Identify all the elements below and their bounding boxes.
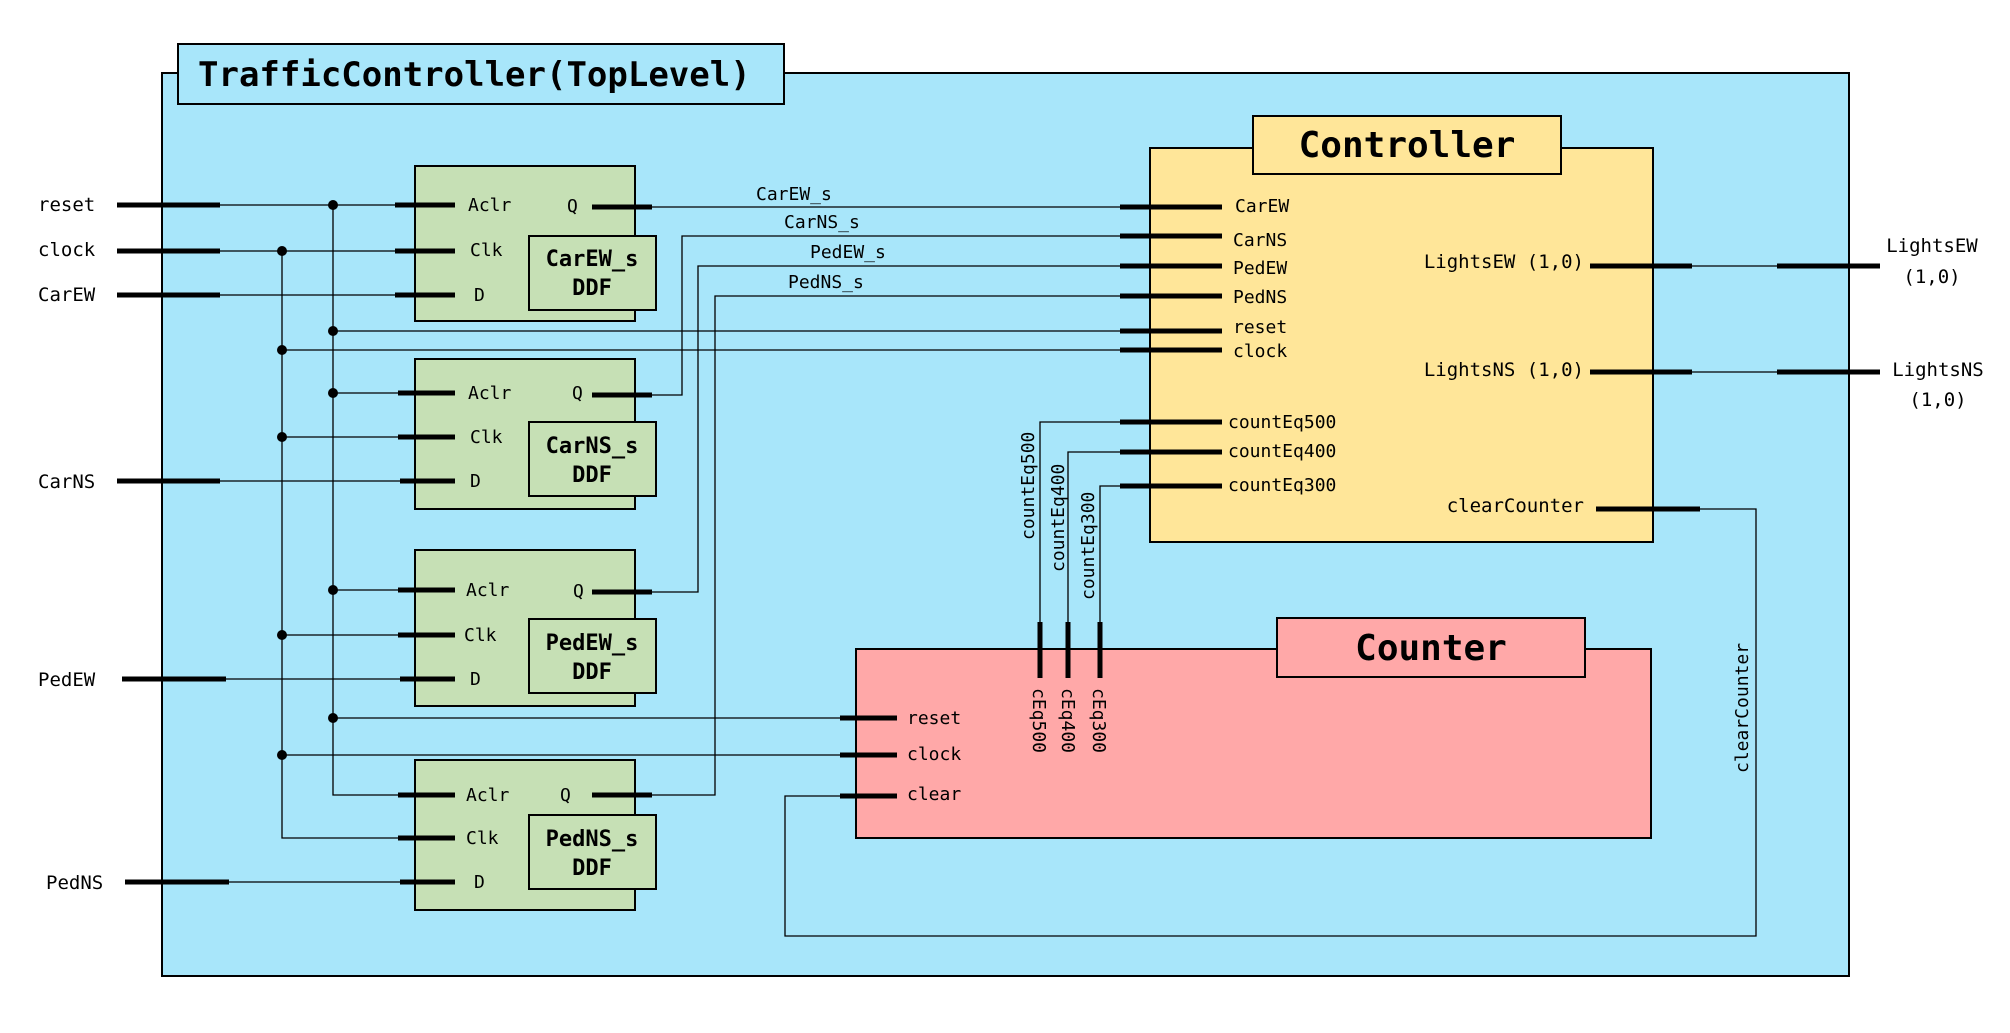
output-lights-ns-label: LightsNS xyxy=(1892,359,1984,381)
input-ped-ew-label: PedEW xyxy=(38,669,96,691)
input-car-ns-label: CarNS xyxy=(38,471,95,493)
counter-pin-reset: reset xyxy=(907,708,961,729)
counter-pin-labels: reset clock clear cEq500 cEq400 cEq300 xyxy=(907,688,1109,805)
pin-q: Q xyxy=(567,196,578,217)
ddf-type: DDF xyxy=(572,856,612,881)
signal-ped-ns-s: PedNS_s xyxy=(788,272,864,293)
pin-aclr: Aclr xyxy=(466,580,510,601)
ddf-name: CarEW_s xyxy=(546,247,639,272)
controller-pin-count-eq400: countEq400 xyxy=(1228,441,1336,462)
signal-count-eq500: countEq500 xyxy=(1018,432,1039,540)
controller-pin-car-ns: CarNS xyxy=(1233,230,1287,251)
ddf-type: DDF xyxy=(572,660,612,685)
controller-title: Controller xyxy=(1299,125,1516,166)
pin-q: Q xyxy=(573,581,584,602)
controller-pin-ped-ew: PedEW xyxy=(1233,258,1287,279)
controller-block: Controller xyxy=(1149,115,1654,543)
pin-clk: Clk xyxy=(466,828,499,849)
pin-aclr: Aclr xyxy=(466,785,510,806)
controller-pin-car-ew: CarEW xyxy=(1235,196,1289,217)
pin-d: D xyxy=(474,285,485,306)
ddf-type: DDF xyxy=(572,463,612,488)
signal-count-eq300: countEq300 xyxy=(1078,492,1099,600)
output-lights-ew-label: LightsEW xyxy=(1886,235,1978,257)
counter-pin-clock: clock xyxy=(907,744,961,765)
junctions xyxy=(277,200,338,760)
pin-clk: Clk xyxy=(470,240,503,261)
signal-car-ew-s: CarEW_s xyxy=(756,184,832,205)
ddf-type: DDF xyxy=(572,276,612,301)
controller-pin-clock: clock xyxy=(1233,341,1287,362)
controller-pin-count-eq500: countEq500 xyxy=(1228,412,1336,433)
wires xyxy=(220,204,1777,937)
counter-block: Counter xyxy=(855,617,1652,839)
controller-out-lights-ew: LightsEW (1,0) xyxy=(1424,251,1584,273)
pin-q: Q xyxy=(560,785,571,806)
counter-pin-clear: clear xyxy=(907,784,961,805)
controller-out-lights-ns: LightsNS (1,0) xyxy=(1424,359,1584,381)
ddf-name: PedEW_s xyxy=(546,631,639,656)
counter-pin-ceq300: cEq300 xyxy=(1088,688,1109,753)
input-ped-ns-label: PedNS xyxy=(46,872,103,894)
controller-out-clear-counter: clearCounter xyxy=(1447,495,1584,517)
pin-q: Q xyxy=(572,383,583,404)
pin-aclr: Aclr xyxy=(468,195,512,216)
ddf-car-ew: CarEW_s DDF xyxy=(414,165,657,322)
controller-pin-reset: reset xyxy=(1233,317,1287,338)
ddf-ped-ns: PedNS_s DDF xyxy=(414,759,657,911)
signal-clear-counter: clearCounter xyxy=(1732,643,1753,773)
output-lights-ns-range: (1,0) xyxy=(1909,389,1966,411)
signal-count-eq400: countEq400 xyxy=(1048,464,1069,572)
signal-car-ns-s: CarNS_s xyxy=(784,212,860,233)
ddf-name: PedNS_s xyxy=(546,827,639,852)
counter-pin-ceq500: cEq500 xyxy=(1028,688,1049,753)
pin-d: D xyxy=(470,471,481,492)
controller-pin-ped-ns: PedNS xyxy=(1233,287,1287,308)
controller-pin-count-eq300: countEq300 xyxy=(1228,475,1336,496)
ddf-pin-labels: Aclr Clk D Q Aclr Clk D Q Aclr Clk D Q A… xyxy=(464,195,584,893)
counter-pin-ceq400: cEq400 xyxy=(1057,688,1078,753)
input-clock-label: clock xyxy=(38,239,96,261)
pins xyxy=(117,202,1880,885)
controller-pin-labels: CarEW CarNS PedEW PedNS reset clock coun… xyxy=(1228,196,1584,517)
counter-title: Counter xyxy=(1355,628,1507,669)
ddf-car-ns: CarNS_s DDF xyxy=(414,358,657,510)
pin-aclr: Aclr xyxy=(468,383,512,404)
input-reset-label: reset xyxy=(38,194,95,216)
pin-clk: Clk xyxy=(470,427,503,448)
toplevel-title-box xyxy=(177,43,785,105)
input-car-ew-label: CarEW xyxy=(38,284,96,306)
toplevel-title: TrafficController(TopLevel) xyxy=(198,55,751,95)
pin-d: D xyxy=(474,872,485,893)
ddf-name: CarNS_s xyxy=(546,434,639,459)
ddf-ped-ew: PedEW_s DDF xyxy=(414,549,657,707)
output-lights-ew-range: (1,0) xyxy=(1903,266,1960,288)
signal-ped-ew-s: PedEW_s xyxy=(810,242,886,263)
pin-d: D xyxy=(470,669,481,690)
pin-clk: Clk xyxy=(464,625,497,646)
